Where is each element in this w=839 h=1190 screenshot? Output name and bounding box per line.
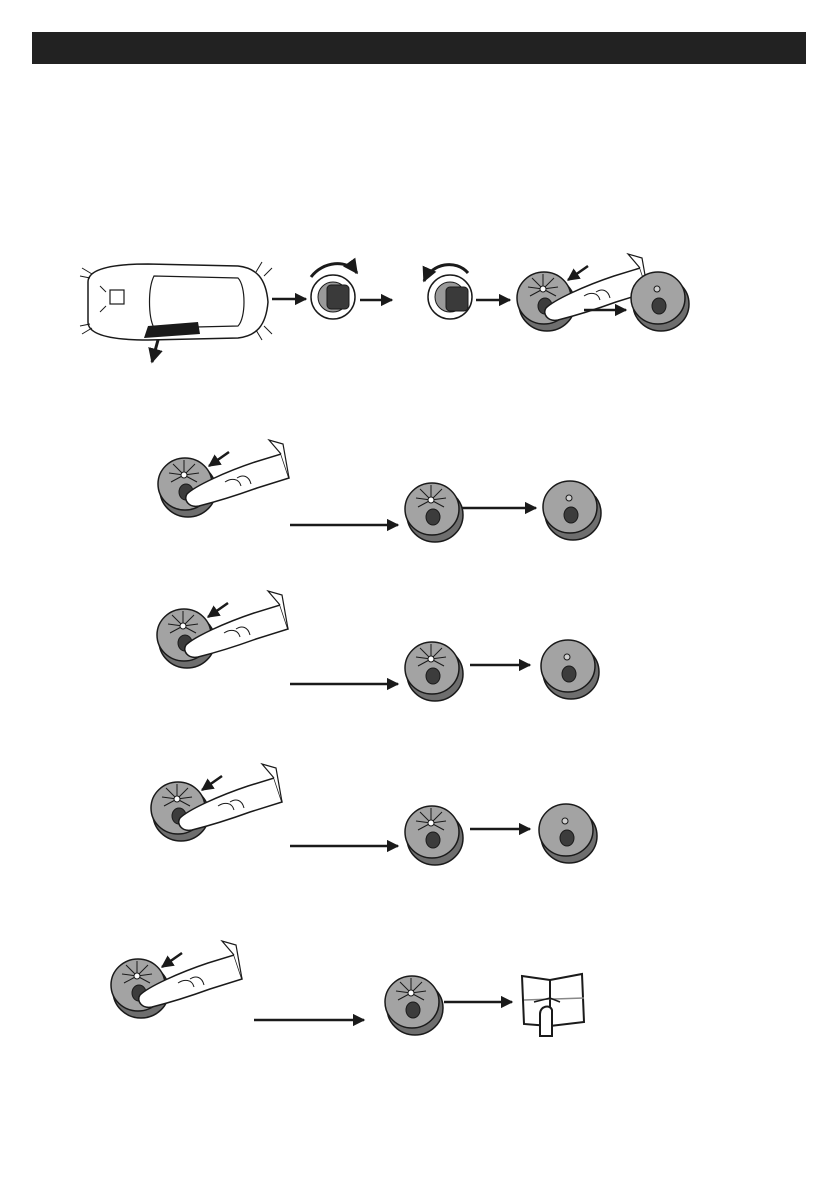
row-1 bbox=[80, 254, 689, 362]
ignition-key-off-icon bbox=[424, 265, 472, 319]
button-off-icon bbox=[631, 272, 689, 331]
button-press-icon bbox=[517, 254, 648, 331]
button-led-icon bbox=[385, 976, 443, 1035]
button-press-icon bbox=[157, 591, 288, 668]
button-press-icon bbox=[151, 764, 282, 841]
row-5 bbox=[111, 941, 584, 1036]
car-icon bbox=[80, 262, 272, 362]
row-3 bbox=[157, 591, 599, 701]
button-press-icon bbox=[111, 941, 242, 1018]
button-off-icon bbox=[543, 481, 601, 540]
button-press-icon bbox=[158, 440, 289, 517]
ignition-key-on-icon bbox=[311, 264, 357, 319]
row-4 bbox=[151, 764, 597, 865]
button-off-icon bbox=[541, 640, 599, 699]
button-led-icon bbox=[405, 483, 463, 542]
row-2 bbox=[158, 440, 601, 542]
manual-book-icon bbox=[522, 974, 584, 1036]
button-led-icon bbox=[405, 806, 463, 865]
button-led-icon bbox=[405, 642, 463, 701]
button-off-icon bbox=[539, 804, 597, 863]
